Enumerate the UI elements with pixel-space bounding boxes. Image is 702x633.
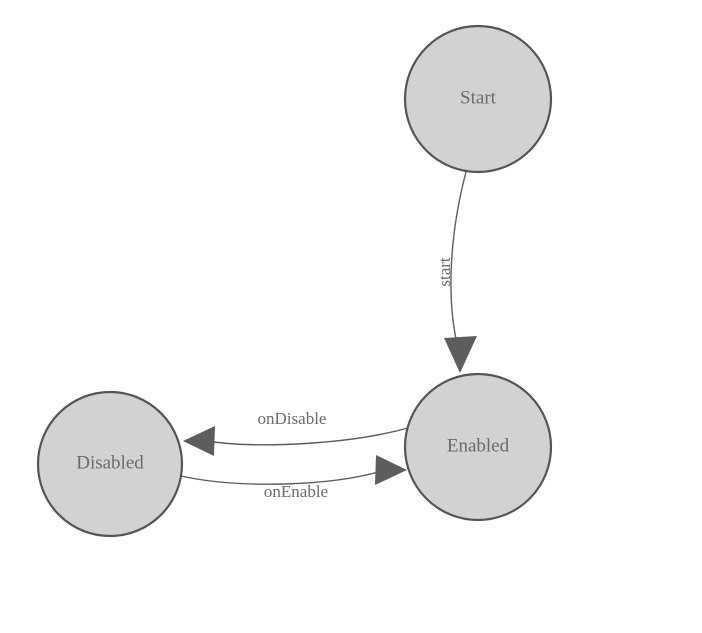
node-enabled-label: Enabled xyxy=(447,435,510,456)
edge-label-on-enable: onEnable xyxy=(264,482,328,501)
edge-disabled-to-enabled[interactable] xyxy=(180,455,407,485)
arrowhead-down-icon xyxy=(444,336,477,373)
node-start-label: Start xyxy=(460,87,497,108)
edge-path-disabled-to-enabled xyxy=(180,470,383,485)
node-enabled-circle xyxy=(403,372,553,522)
node-disabled-circle xyxy=(36,390,184,538)
edge-label-start: start xyxy=(435,257,454,287)
node-start[interactable]: Start xyxy=(403,24,553,174)
arrowhead-right-icon xyxy=(375,455,407,485)
edge-start-to-enabled[interactable] xyxy=(444,171,477,373)
edge-path-start-to-enabled xyxy=(450,171,467,353)
edge-path-enabled-to-disabled xyxy=(205,427,409,446)
edge-label-on-disable: onDisable xyxy=(258,409,327,428)
edge-enabled-to-disabled[interactable] xyxy=(183,426,409,456)
arrowhead-left-icon xyxy=(183,426,215,456)
node-disabled[interactable]: Disabled xyxy=(36,390,184,538)
node-enabled[interactable]: Enabled xyxy=(403,372,553,522)
node-start-circle xyxy=(403,24,553,174)
node-disabled-label: Disabled xyxy=(76,452,144,473)
